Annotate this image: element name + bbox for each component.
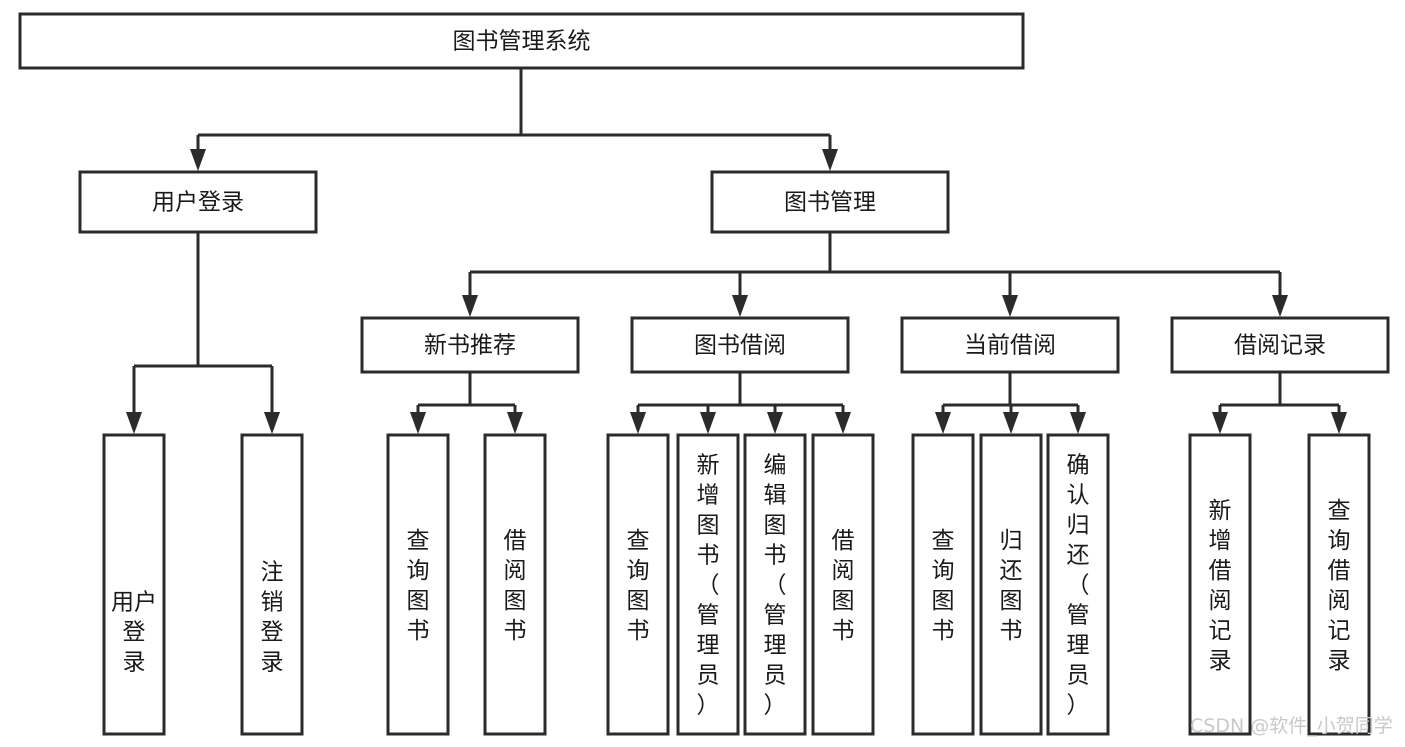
watermark-label: CSDN @软件_小贺同学	[1190, 715, 1393, 737]
connector-borrowrecord-to-leaves	[1212, 372, 1347, 434]
node-leaf-confirm-return-admin[interactable]: 确认归还（管理员）	[1046, 433, 1110, 736]
node-leaf-user-login[interactable]: 用户登录	[102, 433, 166, 736]
node-label: 查询图书	[932, 528, 955, 644]
node-label: 注销登录	[261, 559, 284, 675]
node-label: 借阅图书	[504, 528, 527, 644]
node-label: 查询图书	[407, 528, 430, 644]
node-label: 用户登录	[152, 190, 244, 216]
node-label: 编辑图书（管理员）	[764, 452, 787, 718]
node-leaf-borrow-book-b[interactable]: 借阅图书	[811, 433, 875, 736]
node-label: 图书借阅	[694, 333, 786, 359]
node-book-borrow[interactable]: 图书借阅	[630, 316, 850, 374]
node-new-book-recommend[interactable]: 新书推荐	[360, 316, 580, 374]
connector-bookborrow-to-leaves	[630, 372, 851, 434]
node-label: 借阅图书	[832, 528, 855, 644]
node-root[interactable]: 图书管理系统	[18, 12, 1025, 70]
node-book-manage[interactable]: 图书管理	[710, 170, 950, 234]
node-leaf-query-book-b[interactable]: 查询图书	[606, 433, 670, 736]
node-label: 当前借阅	[964, 333, 1056, 359]
node-leaf-add-borrow-record[interactable]: 新增借阅记录	[1188, 433, 1252, 736]
node-leaf-query-borrow-record[interactable]: 查询借阅记录	[1307, 433, 1371, 736]
connector-root-to-l1	[190, 68, 838, 171]
connector-userlogin-to-leaves	[126, 232, 280, 434]
node-label: 新书推荐	[424, 333, 516, 359]
node-current-borrow[interactable]: 当前借阅	[900, 316, 1120, 374]
edges-layer	[126, 68, 1347, 434]
node-borrow-record[interactable]: 借阅记录	[1170, 316, 1390, 374]
node-label: 查询借阅记录	[1328, 498, 1351, 674]
connector-newbook-to-leaves	[410, 372, 523, 434]
node-leaf-logout-login[interactable]: 注销登录	[240, 433, 304, 736]
node-leaf-borrow-book-a[interactable]: 借阅图书	[483, 433, 547, 736]
node-label: 图书管理	[784, 190, 876, 216]
node-leaf-add-book-admin[interactable]: 新增图书（管理员）	[676, 433, 740, 736]
node-leaf-edit-book-admin[interactable]: 编辑图书（管理员）	[743, 433, 807, 736]
connector-currentborrow-to-leaves	[935, 372, 1086, 434]
node-user-login[interactable]: 用户登录	[78, 170, 318, 234]
node-leaf-query-book-a[interactable]: 查询图书	[386, 433, 450, 736]
node-label: 新增图书（管理员）	[697, 452, 720, 718]
node-label: 图书管理系统	[453, 29, 591, 55]
node-label: 借阅记录	[1234, 333, 1326, 359]
node-label: 确认归还（管理员）	[1067, 452, 1090, 718]
node-label: 用户登录	[111, 589, 157, 675]
nodes-layer: 图书管理系统用户登录图书管理新书推荐图书借阅当前借阅借阅记录用户登录注销登录查询…	[18, 12, 1390, 736]
node-label: 新增借阅记录	[1209, 498, 1232, 674]
node-label: 归还图书	[1000, 528, 1023, 644]
connector-bookmanage-to-l2	[462, 232, 1288, 317]
node-label: 查询图书	[627, 528, 650, 644]
node-leaf-query-book-c[interactable]: 查询图书	[911, 433, 975, 736]
node-leaf-return-book[interactable]: 归还图书	[979, 433, 1043, 736]
